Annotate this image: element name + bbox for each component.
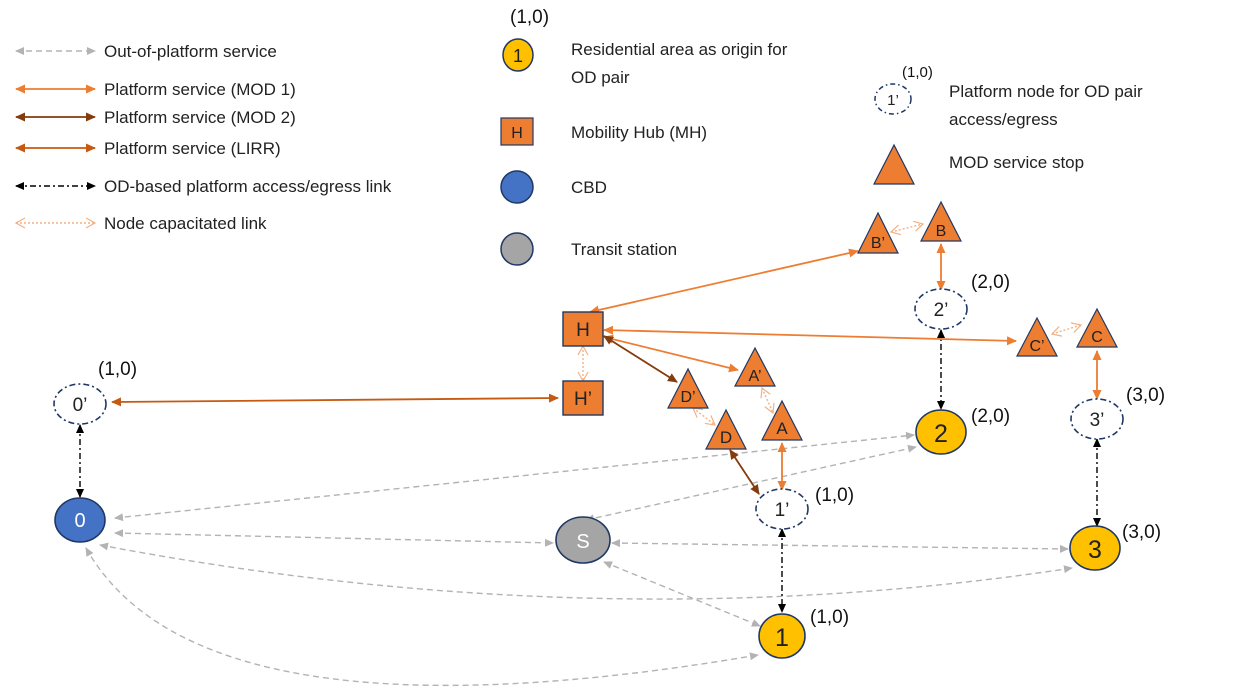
mod-stop-d: D [705,408,747,450]
legend-item-mod1: Platform service (MOD 1) [15,80,296,99]
legend-mod-stop-label: MOD service stop [949,153,1084,172]
legend-residential-symbol [502,38,534,72]
legend-label-out-of-platform: Out-of-platform service [104,42,277,61]
mod-stop-a: A [761,399,803,441]
node-transit-s: S [555,516,611,564]
legend-transit-label: Transit station [571,240,677,259]
mod-stop-c-label: C [1091,329,1103,346]
platform-node-0: 0’ [53,383,107,425]
lirr-link [111,393,559,407]
legend-platform-node-label-1: Platform node for OD pair [949,82,1143,101]
legend-hub-symbol [500,117,534,146]
mod-stop-b-label: B [936,223,947,240]
capacitated-links [577,220,1083,426]
legend-left: Out-of-platform service Platform service… [14,42,392,233]
node-residential-2-tag: (2,0) [971,406,1010,427]
legend-hub-label: Mobility Hub (MH) [571,123,707,142]
node-residential-3: 3 [1069,525,1121,571]
legend-residential-label-1: Residential area as origin for [571,40,788,59]
legend-residential-label-2: OD pair [571,68,630,87]
legend-mod-stop-symbol [873,143,915,185]
mod-stop-b: B [920,200,962,242]
mod-stop-a-prime-label: A’ [748,368,761,385]
platform-node-3: 3’ [1070,398,1124,440]
legend-label-mod2: Platform service (MOD 2) [104,108,296,127]
legend-platform-node-text: 1’ [887,92,899,109]
legend-platform-node-label-2: access/egress [949,110,1058,129]
platform-node-3-label: 3’ [1090,410,1105,431]
mod-stop-c-prime: C’ [1016,316,1058,357]
legend-res-tag: (1,0) [510,7,549,28]
mobility-hub-h: H [562,311,604,347]
od-access-links [76,329,1101,613]
legend-item-capacitated: Node capacitated link [14,214,267,233]
mod-stop-a-prime: A’ [734,346,776,387]
node-cbd-0: 0 [54,497,106,543]
out-of-platform-links [85,431,1073,687]
legend-transit-symbol [500,232,534,266]
legend-right: (1,0) 1 Residential area as origin for O… [500,7,1143,266]
legend-item-lirr: Platform service (LIRR) [15,139,281,158]
node-residential-2: 2 [915,409,967,455]
legend-label-capacitated: Node capacitated link [104,214,267,233]
legend-label-od-link: OD-based platform access/egress link [104,177,392,196]
mobility-hub-h-label: H [576,320,590,341]
legend-hub-symbol-text: H [511,125,523,142]
node-transit-s-label: S [576,531,589,553]
platform-node-2-tag: (2,0) [971,272,1010,293]
legend-cbd-symbol [500,170,534,204]
node-residential-3-label: 3 [1088,536,1102,564]
mobility-hub-h-prime-label: H’ [574,389,592,410]
mobility-hub-h-prime: H’ [562,380,604,416]
node-residential-1-tag: (1,0) [810,607,849,628]
legend-label-mod1: Platform service (MOD 1) [104,80,296,99]
mod-stop-b-prime-label: B’ [871,235,885,252]
mod-stop-d-label: D [720,428,732,447]
node-residential-2-label: 2 [934,420,948,448]
node-cbd-0-label: 0 [74,510,85,532]
platform-node-3-tag: (3,0) [1126,385,1165,406]
platform-node-1-tag: (1,0) [815,485,854,506]
mod-stop-b-prime: B’ [857,211,899,254]
legend-item-od-link: OD-based platform access/egress link [15,177,392,196]
mod-stop-d-prime: D’ [667,367,709,409]
node-residential-3-tag: (3,0) [1122,522,1161,543]
mod-stop-d-prime-label: D’ [680,389,695,406]
platform-node-1: 1’ [755,488,809,530]
legend-item-mod2: Platform service (MOD 2) [15,108,296,127]
platform-node-0-tag: (1,0) [98,359,137,380]
legend-label-lirr: Platform service (LIRR) [104,139,281,158]
mod-stop-a-label: A [776,419,788,438]
mod1-links [589,243,1102,491]
legend-pnode-tag: (1,0) [902,64,933,81]
node-residential-1-label: 1 [775,624,789,652]
platform-node-2-label: 2’ [934,300,949,321]
legend-residential-symbol-text: 1 [513,46,523,66]
mod-stop-c: C [1076,307,1118,348]
mod2-links [603,335,760,495]
legend-cbd-label: CBD [571,178,607,197]
platform-node-1-label: 1’ [775,500,790,521]
node-residential-1: 1 [758,613,806,659]
legend-item-out-of-platform: Out-of-platform service [15,42,277,61]
mod-stop-c-prime-label: C’ [1029,338,1044,355]
platform-node-0-label: 0’ [73,395,88,416]
legend-platform-node-symbol [874,83,912,115]
platform-node-2: 2’ [914,288,968,330]
